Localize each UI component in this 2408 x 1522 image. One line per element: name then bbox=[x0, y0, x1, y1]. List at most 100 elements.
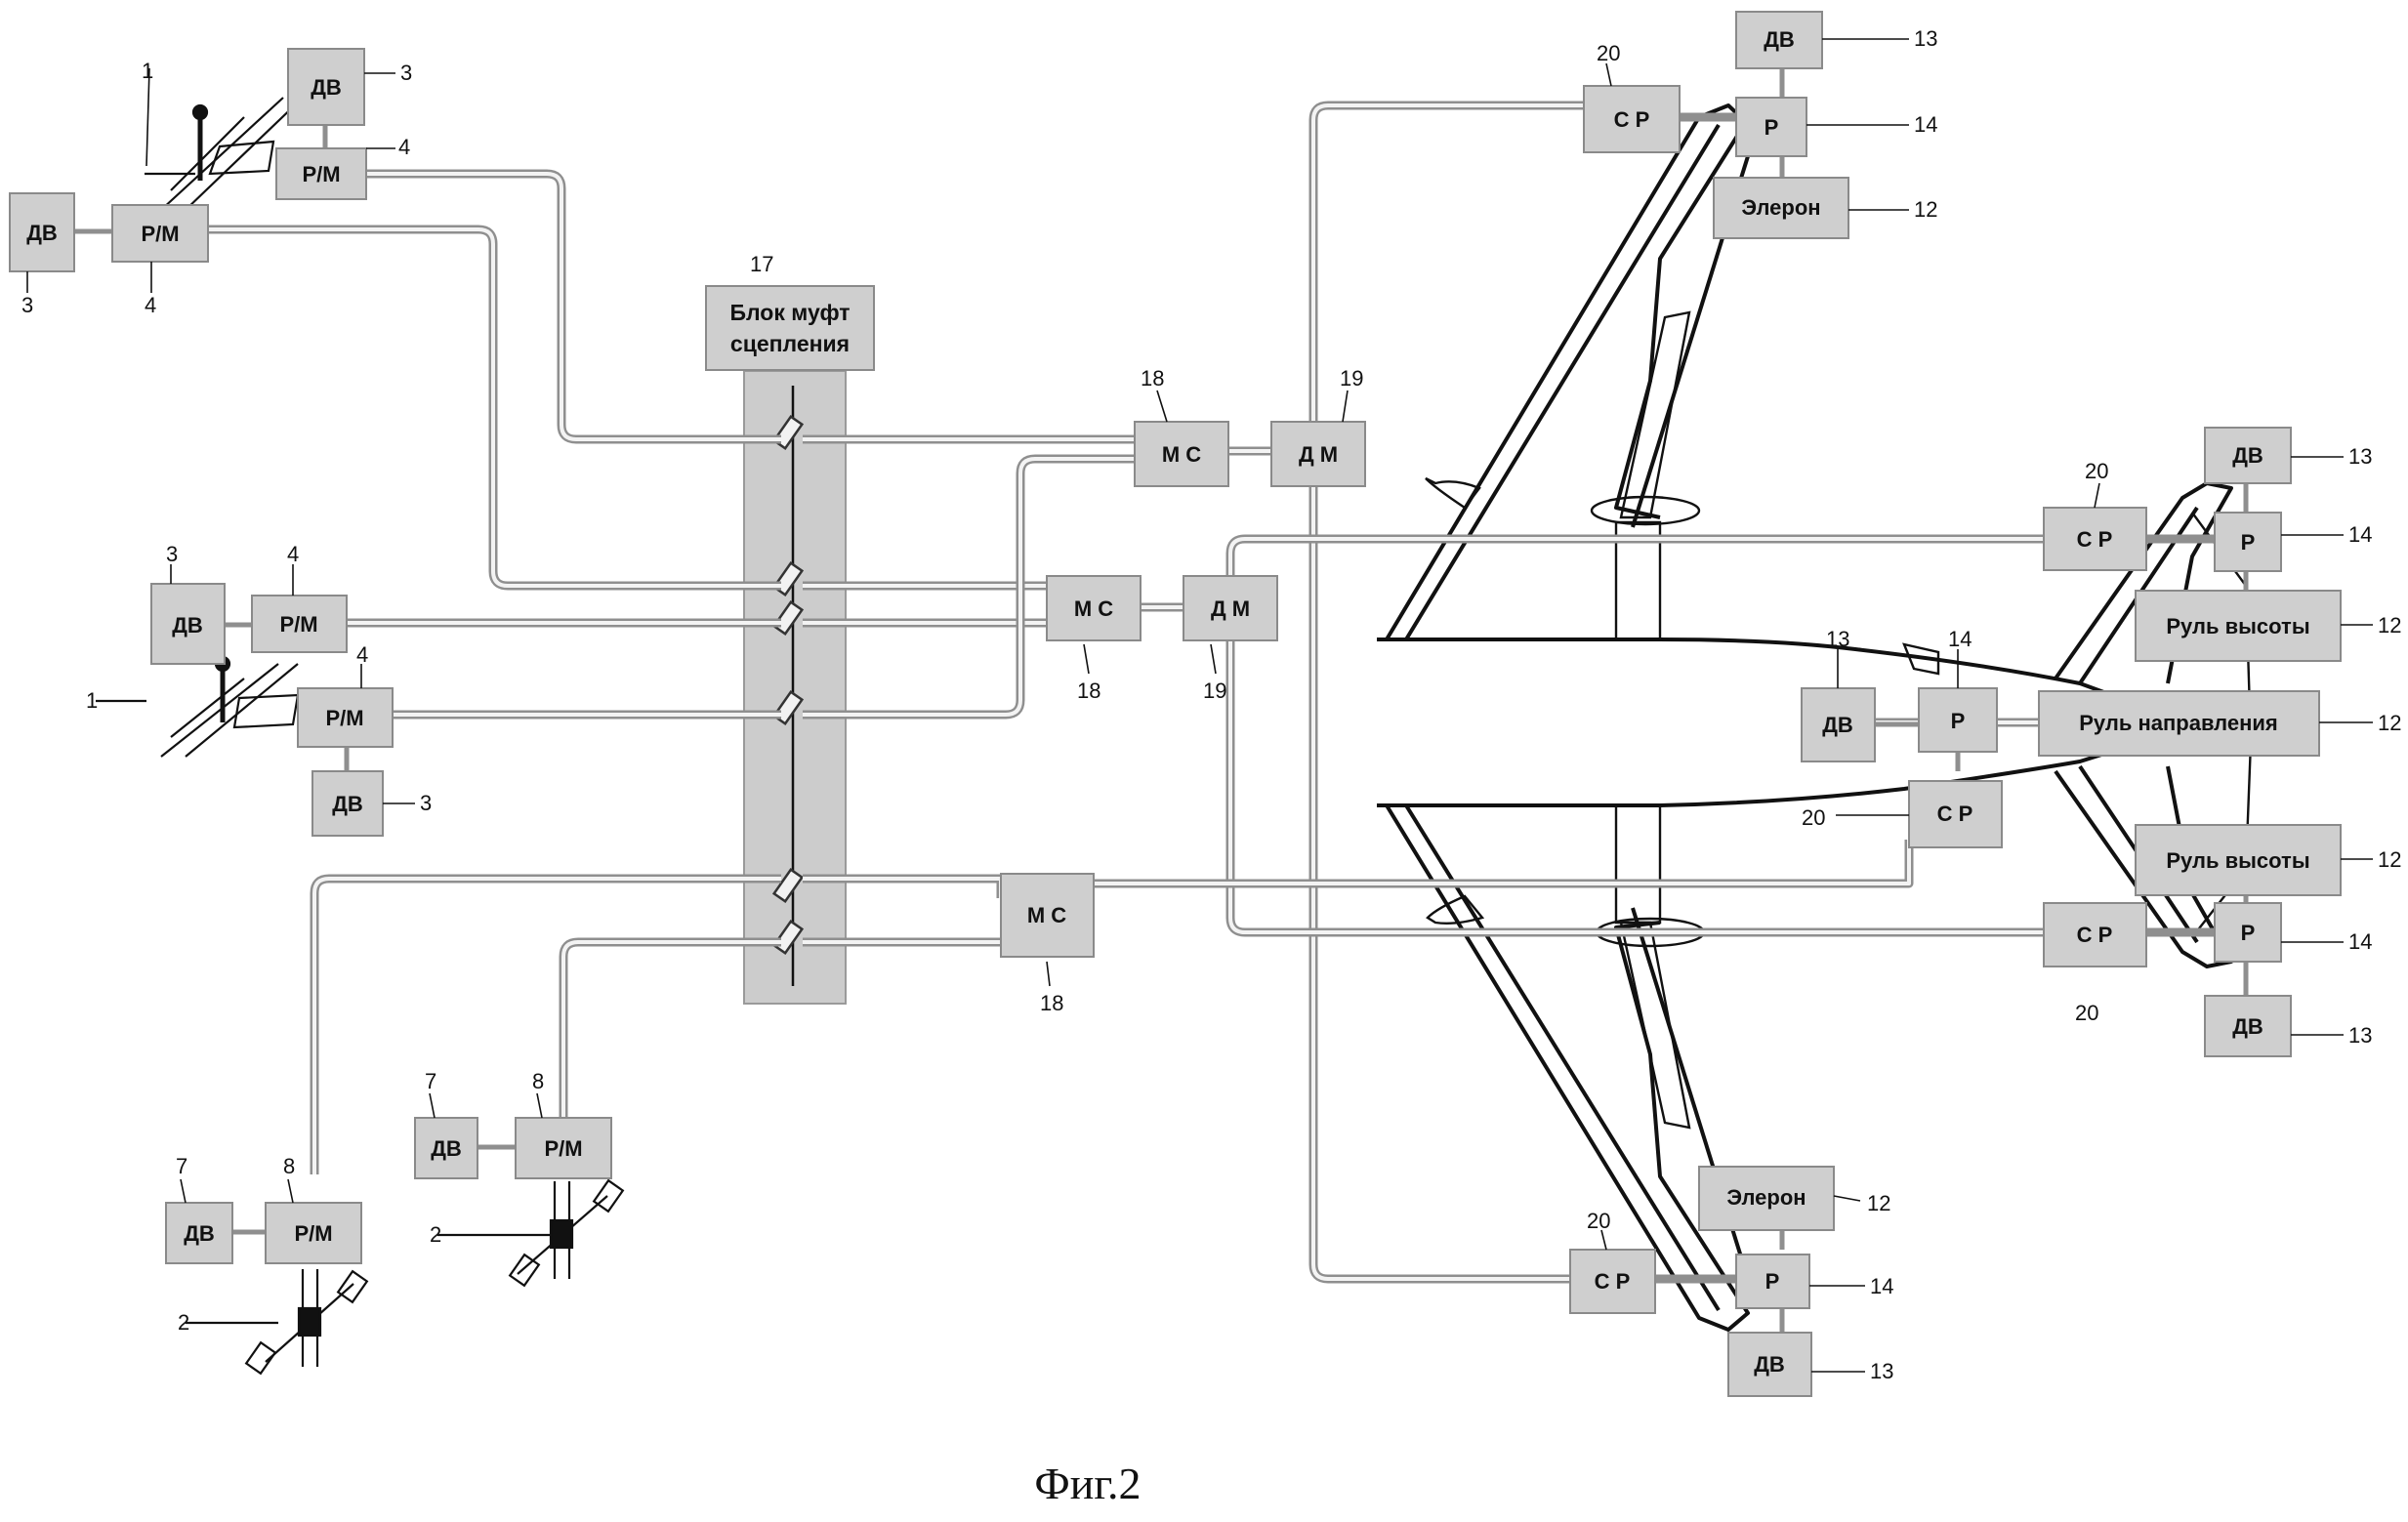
control-stick-top bbox=[145, 97, 304, 211]
ms-label: М С bbox=[1162, 442, 1201, 467]
ref-13: 13 bbox=[2348, 444, 2372, 469]
reducer-motor-box-mid-2: Р/М bbox=[297, 687, 394, 748]
clutch-block-line1: Блок муфт bbox=[729, 300, 850, 325]
dm-label: Д М bbox=[1211, 596, 1250, 621]
ref-14: 14 bbox=[2348, 522, 2372, 547]
pedal-assembly-right bbox=[437, 1178, 625, 1288]
ref-20: 20 bbox=[2075, 1001, 2098, 1025]
elevator-label: Руль высоты bbox=[2166, 614, 2309, 638]
r-label: Р bbox=[1764, 115, 1779, 140]
ref-13: 13 bbox=[2348, 1023, 2372, 1048]
ref-1: 1 bbox=[142, 59, 153, 83]
rudder-label: Руль направления bbox=[2079, 711, 2278, 735]
ref-14: 14 bbox=[1870, 1274, 1893, 1298]
dm-box-2: Д М bbox=[1183, 575, 1278, 641]
ref-18: 18 bbox=[1077, 679, 1100, 703]
ref-7: 7 bbox=[176, 1154, 187, 1178]
sr-label: С Р bbox=[1937, 802, 1973, 826]
reducer-motor-box-top-1: Р/М bbox=[275, 147, 367, 200]
motor-box-label: ДВ bbox=[2232, 443, 2263, 468]
pedal-assembly-left bbox=[186, 1269, 369, 1376]
motor-box-label: ДВ bbox=[311, 75, 342, 100]
ref-18: 18 bbox=[1141, 366, 1164, 391]
motor-box-aileron-top: ДВ bbox=[1735, 11, 1823, 69]
motor-box-label: ДВ bbox=[1764, 27, 1795, 52]
reducer-motor-box-pedal-1: Р/М bbox=[265, 1202, 362, 1264]
r-box-elevator-top: Р bbox=[2214, 512, 2282, 572]
r-label: Р bbox=[2241, 530, 2256, 555]
aileron-label: Элерон bbox=[1741, 195, 1820, 220]
ref-12: 12 bbox=[2378, 711, 2401, 735]
reference-leaders bbox=[26, 38, 2373, 1373]
elevator-box-top: Руль высоты bbox=[2135, 590, 2342, 662]
reference-numbers: 3 4 1 3 4 3 4 4 1 3 7 8 2 7 8 2 18 19 18… bbox=[21, 26, 2401, 1383]
motor-box-pedal-2: ДВ bbox=[414, 1117, 478, 1179]
ref-14: 14 bbox=[2348, 929, 2372, 954]
ms-label: М С bbox=[1074, 596, 1113, 621]
reducer-motor-label: Р/М bbox=[325, 706, 363, 730]
sr-label: С Р bbox=[1595, 1269, 1631, 1294]
ref-4: 4 bbox=[145, 293, 156, 317]
ref-13: 13 bbox=[1914, 26, 1937, 51]
ref-2: 2 bbox=[178, 1310, 189, 1335]
r-label: Р bbox=[1765, 1269, 1780, 1294]
ref-13: 13 bbox=[1826, 627, 1849, 651]
reducer-motor-label: Р/М bbox=[302, 162, 340, 186]
motor-box-label: ДВ bbox=[2232, 1014, 2263, 1039]
dm-label: Д М bbox=[1299, 442, 1338, 467]
sr-box-aileron-bottom: С Р bbox=[1569, 1249, 1656, 1314]
reducer-motor-box-pedal-2: Р/М bbox=[515, 1117, 612, 1179]
ref-14: 14 bbox=[1948, 627, 1972, 651]
ref-12: 12 bbox=[2378, 847, 2401, 872]
motor-box-pedal-1: ДВ bbox=[165, 1202, 233, 1264]
ref-3: 3 bbox=[166, 542, 178, 566]
motor-box-label: ДВ bbox=[172, 613, 203, 638]
ref-1: 1 bbox=[86, 688, 98, 713]
motor-box-label: ДВ bbox=[332, 792, 363, 816]
ref-20: 20 bbox=[1802, 805, 1825, 830]
control-stick-middle bbox=[96, 655, 300, 758]
dm-box-1: Д М bbox=[1270, 421, 1366, 487]
motor-box-elevator-top: ДВ bbox=[2204, 427, 2292, 484]
ref-4: 4 bbox=[356, 642, 368, 667]
figure-caption: Фиг.2 bbox=[1034, 1459, 1141, 1508]
connectors bbox=[74, 68, 2249, 1333]
ref-3: 3 bbox=[400, 61, 412, 85]
sr-label: С Р bbox=[2077, 527, 2113, 552]
ref-20: 20 bbox=[1587, 1209, 1610, 1233]
airplane-outline bbox=[1377, 103, 2253, 1332]
rudder-box: Руль направления bbox=[2038, 690, 2320, 757]
clutch-block: Блок муфт сцепления 17 bbox=[705, 252, 875, 1005]
motor-box-top-1: ДВ bbox=[287, 48, 365, 126]
motor-box-mid-1: ДВ bbox=[150, 583, 226, 665]
ref-14: 14 bbox=[1914, 112, 1937, 137]
ref-3: 3 bbox=[21, 293, 33, 317]
reducer-motor-box-top-2: Р/М bbox=[111, 204, 209, 263]
ms-box-1: М С bbox=[1134, 421, 1229, 487]
reducer-motor-label: Р/М bbox=[294, 1221, 332, 1246]
sr-box-aileron-top: С Р bbox=[1583, 85, 1681, 153]
aileron-box-top: Элерон bbox=[1713, 177, 1849, 239]
sr-label: С Р bbox=[2077, 923, 2113, 947]
reducer-motor-box-mid-1: Р/М bbox=[251, 595, 348, 653]
clutch-block-number: 17 bbox=[750, 252, 773, 276]
motor-box-label: ДВ bbox=[431, 1136, 462, 1161]
elevator-label: Руль высоты bbox=[2166, 848, 2309, 873]
motor-box-label: ДВ bbox=[184, 1221, 215, 1246]
r-label: Р bbox=[2241, 921, 2256, 945]
sr-label: С Р bbox=[1614, 107, 1650, 132]
clutch-block-line2: сцепления bbox=[730, 331, 850, 356]
ref-2: 2 bbox=[430, 1222, 441, 1247]
motor-box-label: ДВ bbox=[1754, 1352, 1785, 1377]
motor-box-aileron-bottom: ДВ bbox=[1727, 1332, 1812, 1397]
r-box-aileron-top: Р bbox=[1735, 97, 1807, 157]
ms-box-2: М С bbox=[1046, 575, 1142, 641]
ms-box-3: М С bbox=[1000, 873, 1095, 958]
ref-12: 12 bbox=[2378, 613, 2401, 638]
ref-3: 3 bbox=[420, 791, 432, 815]
motor-box-label: ДВ bbox=[1822, 713, 1853, 737]
ms-label: М С bbox=[1027, 903, 1066, 927]
sr-box-elevator-bottom: С Р bbox=[2043, 902, 2147, 967]
ref-12: 12 bbox=[1867, 1191, 1890, 1215]
